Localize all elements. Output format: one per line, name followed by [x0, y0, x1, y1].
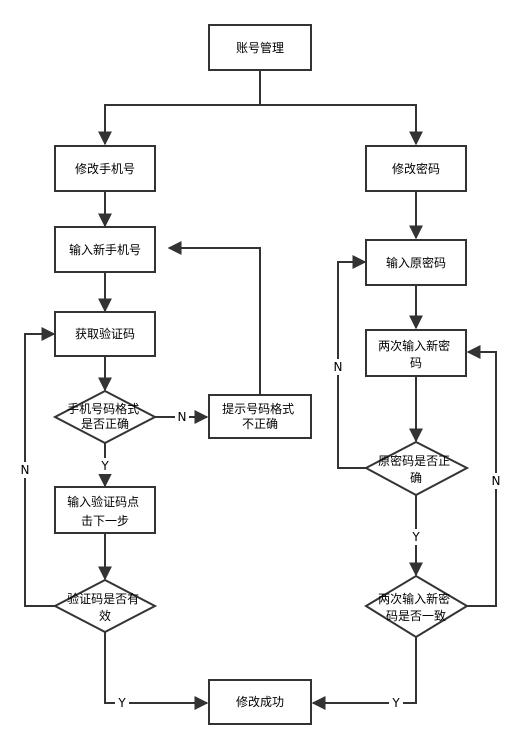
node-code-valid-check-label: 验证码是否有 效 — [67, 591, 143, 623]
node-input-code — [54, 486, 156, 534]
node-code-valid-check — [52, 578, 158, 634]
node-success-label: 修改成功 — [236, 694, 284, 709]
node-account-mgmt-label: 账号管理 — [236, 40, 284, 55]
node-old-password-check-label: 原密码是否正 确 — [378, 453, 454, 485]
node-input-new-phone-label: 输入新手机号 — [69, 242, 141, 257]
node-format-hint-line2: 不正确 — [242, 417, 278, 431]
edge-root-to-change-password — [260, 104, 423, 146]
node-old-password-check-line2: 确 — [410, 471, 422, 485]
label-valid-no: N — [21, 463, 30, 477]
node-phone-format-check-label: 手机号码格式 是否正确 — [67, 401, 143, 431]
node-new-password-match-check-line1: 两次输入新密 — [378, 591, 450, 606]
node-phone-format-check-line2: 是否正确 — [81, 417, 129, 431]
edge-hint-back-to-input-phone — [167, 241, 261, 395]
node-phone-format-check-line1: 手机号码格式 — [67, 401, 139, 416]
node-old-password-check — [363, 440, 470, 497]
node-code-valid-check-line1: 验证码是否有 — [67, 591, 139, 606]
node-input-new-password-twice-line2: 码 — [410, 356, 422, 370]
node-input-new-password-twice-label: 两次输入新密 码 — [378, 338, 454, 370]
node-input-new-phone — [54, 226, 156, 273]
node-change-phone-label: 修改手机号 — [75, 161, 135, 176]
node-input-code-line1: 输入验证码点 — [67, 494, 139, 509]
node-input-new-password-twice — [365, 329, 467, 377]
node-format-hint — [208, 394, 312, 439]
node-format-hint-line1: 提示号码格式 — [222, 401, 294, 416]
node-success — [208, 679, 312, 725]
node-old-password-check-line1: 原密码是否正 — [378, 453, 450, 468]
node-get-code-label: 获取验证码 — [75, 326, 135, 341]
edge-valid-check-yes-to-success — [104, 632, 209, 710]
label-valid-yes: Y — [117, 696, 126, 710]
nodes: 账号管理 修改手机号 修改密码 输入新手机号 获取验证码 手机号码格式 是否正确… — [52, 24, 470, 725]
label-format-yes: Y — [100, 459, 109, 473]
edge-match-check-yes-to-success — [311, 637, 417, 710]
node-new-password-match-check — [364, 574, 469, 639]
edge-root-to-change-phone — [98, 104, 260, 146]
label-match-no: N — [492, 474, 501, 488]
edge-labels: N Y N Y N Y N Y — [18, 359, 503, 711]
node-input-old-password — [365, 239, 467, 286]
node-change-password — [365, 145, 467, 192]
node-input-new-password-twice-line1: 两次输入新密 — [378, 338, 450, 353]
label-old-yes: Y — [411, 530, 420, 544]
node-format-hint-label: 提示号码格式 不正确 — [222, 401, 298, 431]
node-change-password-label: 修改密码 — [392, 161, 440, 176]
node-new-password-match-check-label: 两次输入新密 码是否一致 — [378, 591, 454, 623]
label-match-yes: Y — [391, 696, 400, 710]
label-format-no: N — [178, 410, 187, 424]
node-account-mgmt — [208, 24, 312, 71]
node-change-phone — [54, 145, 156, 192]
node-input-code-line2: 击下一步 — [81, 514, 129, 528]
label-old-no: N — [334, 360, 343, 374]
node-get-code — [54, 311, 156, 357]
node-new-password-match-check-line2: 码是否一致 — [386, 609, 446, 623]
node-input-code-label: 输入验证码点 击下一步 — [67, 494, 143, 528]
node-code-valid-check-line2: 效 — [99, 608, 111, 623]
node-input-old-password-label: 输入原密码 — [386, 255, 446, 270]
node-phone-format-check — [52, 389, 158, 445]
